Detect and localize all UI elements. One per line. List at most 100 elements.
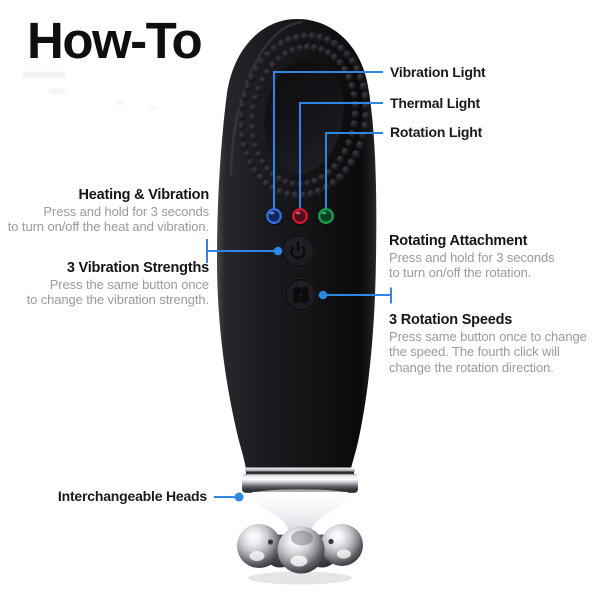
- bristle-bead: [237, 112, 246, 121]
- bristle-bead: [299, 191, 308, 200]
- bristle-bead: [351, 100, 360, 109]
- bristle-bead: [337, 44, 346, 53]
- bristle-bead: [296, 44, 305, 53]
- bristle-bead: [336, 155, 345, 164]
- bristle-bead: [262, 179, 271, 188]
- bristle-bead: [314, 187, 323, 196]
- bristle-bead: [318, 45, 326, 54]
- bristle-bead: [345, 139, 354, 147]
- bristle-bead: [324, 49, 333, 57]
- bristle-bead: [254, 85, 263, 93]
- attachment-cone: [252, 492, 348, 537]
- bristle-bead: [359, 82, 368, 91]
- bristle-bead: [330, 39, 339, 48]
- bristle-bead: [255, 150, 263, 159]
- bristle-bead: [263, 50, 273, 59]
- bristle-bead: [269, 61, 277, 70]
- callout-title: 3 Rotation Speeds: [389, 312, 513, 328]
- bristle-bead: [350, 91, 359, 99]
- bristle-bead: [249, 133, 258, 142]
- bristle-bead: [330, 53, 339, 62]
- bristle-bead: [249, 104, 258, 112]
- label-rotation-light: Rotation Light: [390, 124, 483, 140]
- thermal-led: [291, 207, 309, 225]
- callout-dot-heads: [234, 492, 244, 502]
- bristle-bead: [342, 166, 351, 175]
- callout-text-line: Press and hold for 3 seconds: [43, 204, 209, 219]
- bristle-bead: [243, 82, 252, 92]
- bristle-bead: [341, 147, 350, 156]
- callout-text-line: Press the same button once: [49, 277, 209, 292]
- attachment-assembly: [237, 467, 363, 585]
- bristle-bead: [351, 110, 360, 119]
- erased-text-artifact: [150, 107, 157, 110]
- roller-ball-left: [237, 524, 281, 568]
- bristle-bead: [277, 39, 286, 49]
- bristle-bead: [263, 165, 272, 173]
- bristle-bead: [270, 44, 279, 54]
- callout-vibration-strengths: 3 Vibration Strengths Press the same but…: [27, 259, 210, 308]
- bristle-bead: [283, 190, 292, 199]
- page-title: How-To: [27, 12, 203, 69]
- callout-heating-vibration: Heating & Vibration Press and hold for 3…: [8, 186, 209, 235]
- power-icon: [290, 241, 306, 259]
- bristle-bead: [251, 94, 260, 103]
- bristle-bead: [238, 131, 247, 141]
- bristle-bead: [316, 33, 325, 42]
- callout-rotation-speeds: 3 Rotation Speeds Press same button once…: [389, 311, 587, 375]
- bristle-bead: [356, 140, 365, 150]
- bristle-bead: [263, 68, 272, 77]
- label-interchangeable-heads: Interchangeable Heads: [57, 488, 207, 504]
- floor-shadow: [248, 571, 352, 585]
- bristle-bead: [242, 150, 252, 159]
- power-button: [280, 233, 316, 269]
- bristle-bead: [348, 57, 357, 66]
- bristle-bead: [323, 36, 332, 45]
- cone-top-highlight: [254, 489, 346, 497]
- bristle-bead: [311, 177, 319, 186]
- bristle-bead: [240, 141, 249, 150]
- callout-dot-rotation: [318, 290, 328, 300]
- bristle-bead: [276, 187, 285, 196]
- bristle-bead: [291, 191, 300, 200]
- bristle-bead: [350, 120, 359, 128]
- bristle-bead: [289, 46, 297, 55]
- bristle-bead: [345, 73, 353, 82]
- bristle-bead: [275, 175, 284, 184]
- bristle-bead: [292, 33, 302, 43]
- bristle-bead: [318, 173, 327, 182]
- callout-title: 3 Vibration Strengths: [66, 260, 209, 276]
- callout-lines: [206, 71, 392, 502]
- callout-text-line: Press same button once to change: [389, 329, 587, 344]
- bristle-bead: [275, 55, 284, 64]
- attachment-ring-gap: [246, 471, 354, 475]
- brush-head: [237, 32, 371, 200]
- vibration-led: [265, 207, 283, 225]
- callout-line-vibration-light: [273, 71, 383, 208]
- attachment-chrome-band: [242, 474, 358, 493]
- callout-title: Rotating Attachment: [389, 233, 528, 249]
- bristle-bead: [331, 162, 339, 171]
- label-vibration-light: Vibration Light: [390, 64, 486, 80]
- bristle-bead: [285, 36, 294, 45]
- bristle-bead: [238, 102, 247, 111]
- bristle-bead: [356, 73, 366, 82]
- roller-ball-right: [321, 524, 363, 566]
- callout-text-line: to turn on/off the heat and vibration.: [7, 219, 209, 235]
- callout-rotating-attachment: Rotating Attachment Press and hold for 3…: [389, 232, 555, 281]
- bristle-bead: [348, 82, 357, 90]
- bristle-bead: [306, 189, 316, 199]
- erased-text-artifact: [48, 89, 65, 94]
- callout-line-rotation-light: [325, 132, 383, 208]
- bristle-bead: [240, 92, 249, 101]
- bristle-bead: [335, 173, 345, 182]
- bristle-bead: [257, 57, 266, 66]
- bristle-bead: [248, 123, 257, 132]
- bristle-bead: [300, 32, 309, 41]
- bristle-bead: [362, 111, 371, 120]
- rotation-speed-button: [284, 278, 318, 312]
- callout-line-thermal-light: [299, 102, 383, 208]
- bristle-bead: [336, 59, 345, 67]
